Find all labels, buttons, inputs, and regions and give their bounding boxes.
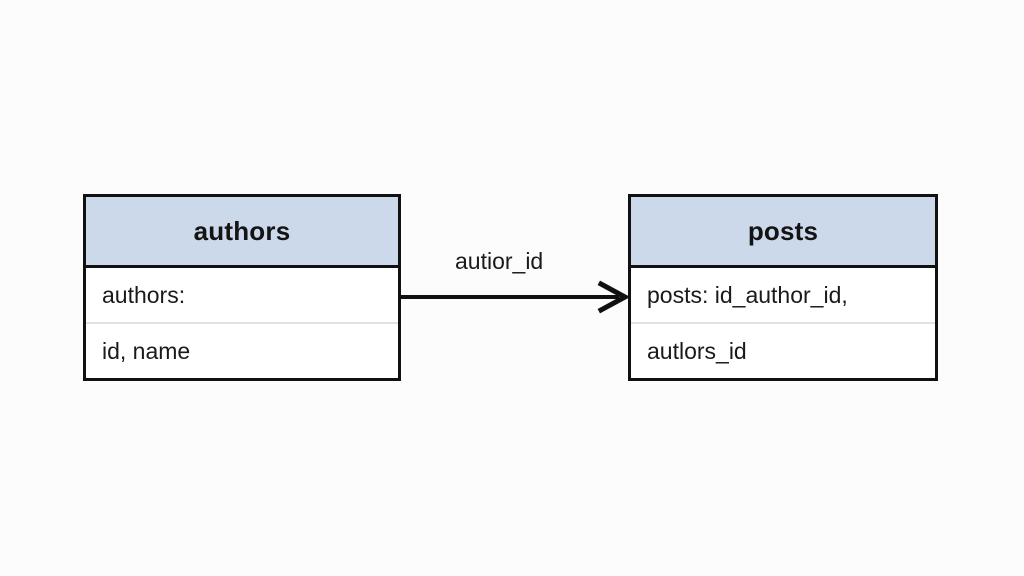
entity-body-posts: posts: id_author_id, autlors_id: [631, 268, 935, 378]
entity-header-posts: posts: [631, 197, 935, 268]
entity-table-authors[interactable]: authors authors: id, name: [83, 194, 401, 381]
entity-title-authors: authors: [193, 215, 291, 246]
entity-title-posts: posts: [747, 215, 819, 246]
entity-row: id, name: [86, 322, 398, 378]
relationship-connector: autior_id: [395, 240, 635, 320]
entity-row: autlors_id: [631, 322, 935, 378]
relationship-label: autior_id: [455, 248, 544, 274]
entity-table-posts[interactable]: posts posts: id_author_id, autlors_id: [628, 194, 938, 381]
entity-header-authors: authors: [86, 197, 398, 268]
relationship-arrow-icon: [399, 280, 631, 314]
entity-row: authors:: [102, 281, 186, 308]
entity-row: posts: id_author_id,: [647, 281, 848, 308]
entity-body-authors: authors: id, name: [86, 268, 398, 378]
